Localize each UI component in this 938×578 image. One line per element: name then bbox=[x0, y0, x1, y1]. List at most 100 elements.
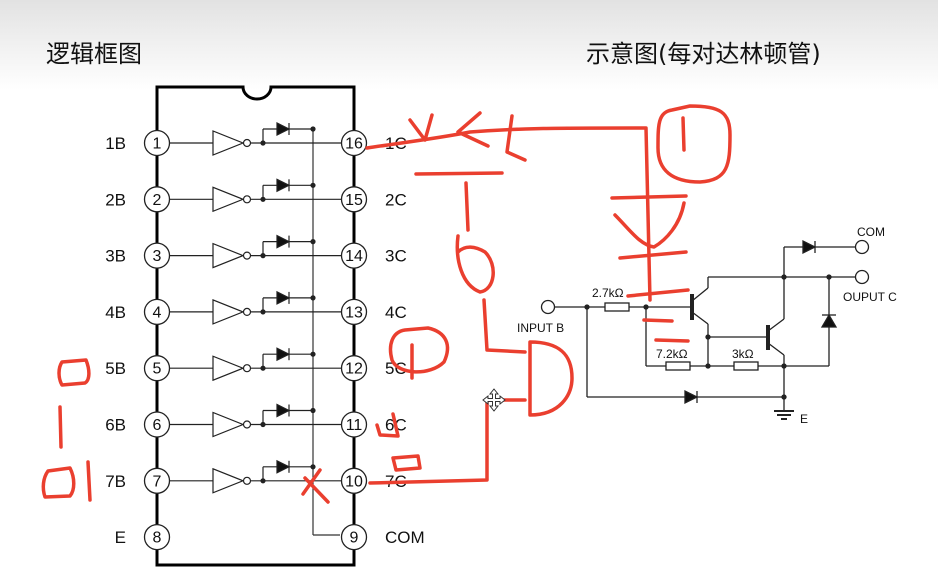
ink-stroke bbox=[464, 181, 470, 232]
ink-wire-vcc bbox=[365, 126, 652, 302]
com-label: COM bbox=[857, 225, 885, 239]
ink-loop-b bbox=[455, 234, 495, 294]
ink-cross bbox=[301, 468, 330, 504]
pin-number: 12 bbox=[345, 361, 363, 378]
pin-1 bbox=[143, 129, 171, 157]
pin-label: 7B bbox=[105, 472, 126, 491]
r2-label: 7.2kΩ bbox=[656, 347, 688, 361]
ink-wire-in1 bbox=[482, 298, 527, 354]
inverter-icon bbox=[212, 299, 245, 325]
clamp-diode bbox=[820, 313, 838, 328]
pin-15 bbox=[340, 186, 368, 213]
output-terminal bbox=[854, 269, 870, 285]
channel-6 bbox=[170, 403, 341, 438]
pin-8 bbox=[143, 523, 171, 551]
ink-diode-bar2 bbox=[618, 250, 688, 260]
pin-label: 4C bbox=[385, 303, 407, 322]
ink-diode-v bbox=[613, 201, 686, 249]
ink-diode-bar1 bbox=[610, 194, 688, 200]
pin-number: 13 bbox=[345, 304, 363, 321]
diode-icon bbox=[276, 122, 291, 136]
ink-circle-5c bbox=[388, 326, 450, 374]
pin-number: 15 bbox=[345, 192, 363, 209]
channel-1 bbox=[170, 122, 341, 156]
ink-and-gate bbox=[528, 340, 574, 417]
pin-label: 2B bbox=[105, 190, 126, 209]
pin-10 bbox=[340, 467, 368, 494]
pin-6 bbox=[143, 411, 171, 438]
inverter-icon bbox=[212, 467, 245, 494]
pin-label: COM bbox=[385, 528, 425, 547]
r3-label: 3kΩ bbox=[732, 347, 754, 361]
pin-13 bbox=[340, 298, 368, 326]
pin-label: 1B bbox=[105, 134, 126, 153]
pin-number: 8 bbox=[153, 530, 162, 547]
channel-5 bbox=[170, 347, 341, 382]
diode-icon bbox=[276, 178, 291, 193]
pin-3 bbox=[143, 242, 171, 269]
channel-2 bbox=[170, 178, 341, 213]
ink-letter-v bbox=[408, 113, 434, 142]
pin-number: 1 bbox=[153, 136, 162, 153]
com-terminal bbox=[854, 239, 870, 255]
pin-7 bbox=[143, 467, 171, 494]
pin-number: 5 bbox=[153, 361, 162, 378]
ic-package bbox=[155, 85, 356, 567]
ink-letter-c2 bbox=[505, 114, 527, 162]
pin-12 bbox=[340, 355, 368, 382]
pin-16 bbox=[340, 129, 368, 157]
pin-number: 16 bbox=[345, 136, 363, 153]
ink-dash1 bbox=[642, 318, 674, 323]
pin-label: 5C bbox=[385, 359, 407, 378]
ink-digit-1-bot bbox=[86, 460, 92, 502]
pin-11 bbox=[340, 411, 368, 438]
resistor-2k7 bbox=[604, 302, 630, 312]
pin-label: 3C bbox=[385, 247, 407, 266]
ink-digit-0-bot bbox=[41, 466, 76, 499]
resistor-7k2 bbox=[665, 361, 691, 371]
output-label: OUPUT C bbox=[843, 290, 897, 304]
input-terminal bbox=[540, 299, 556, 315]
darlington-schematic bbox=[540, 239, 870, 420]
pin-label: 6B bbox=[105, 416, 126, 435]
pin-label: 2C bbox=[385, 190, 407, 209]
com-diode bbox=[802, 239, 817, 255]
channel-4 bbox=[170, 290, 341, 325]
pin-9 bbox=[340, 523, 368, 551]
diode-icon bbox=[276, 290, 291, 305]
channel-7 bbox=[170, 459, 341, 494]
pin-label: 5B bbox=[105, 359, 126, 378]
inverter-icon bbox=[212, 130, 245, 156]
diode-icon bbox=[276, 234, 291, 249]
pin-2 bbox=[143, 186, 171, 213]
pin-number: 3 bbox=[153, 248, 162, 265]
ink-mark-6c bbox=[375, 412, 400, 438]
ink-diode-bar3 bbox=[626, 288, 690, 298]
ground-label: E bbox=[800, 412, 808, 426]
ink-digit-1 bbox=[681, 116, 686, 152]
input-label: INPUT B bbox=[517, 321, 564, 335]
pin-label: E bbox=[115, 528, 126, 547]
resistor-3k bbox=[733, 361, 759, 371]
r1-label: 2.7kΩ bbox=[592, 286, 624, 300]
inverter-icon bbox=[212, 186, 245, 213]
pin-number: 14 bbox=[345, 248, 363, 265]
channels bbox=[170, 122, 341, 494]
channel-3 bbox=[170, 234, 341, 269]
ink-digit-0-top bbox=[57, 358, 91, 387]
pin-label: 4B bbox=[105, 303, 126, 322]
ink-mark-7c bbox=[391, 454, 422, 472]
pin-number: 10 bbox=[345, 473, 363, 490]
input-diode bbox=[684, 389, 699, 405]
diode-icon bbox=[276, 459, 291, 474]
header-band bbox=[0, 0, 938, 90]
pin-number: 9 bbox=[350, 530, 359, 547]
logic-diagram-title: 逻辑框图 bbox=[46, 40, 142, 68]
ink-digit-1-mid bbox=[58, 405, 63, 449]
pin-label: 3B bbox=[105, 247, 126, 266]
ink-dash2 bbox=[654, 338, 690, 343]
handwritten-annotations bbox=[41, 104, 732, 504]
ink-wire-in2 bbox=[368, 398, 527, 485]
